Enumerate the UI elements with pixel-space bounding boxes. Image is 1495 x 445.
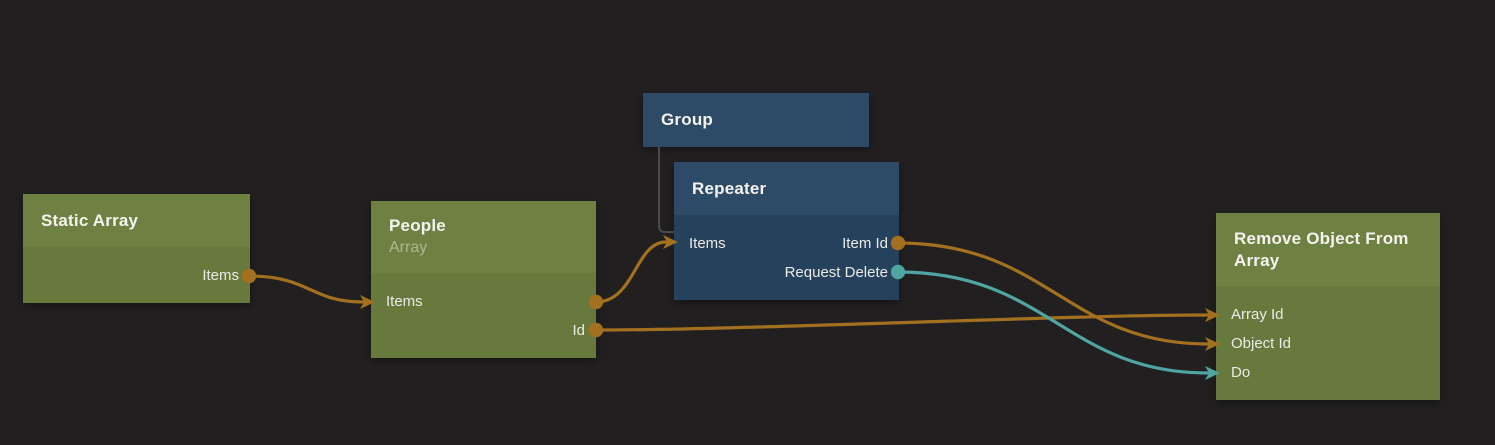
node-subtitle: Array bbox=[389, 239, 428, 256]
port-row-id[interactable]: Id bbox=[371, 316, 596, 345]
node-remove-object-from-array[interactable]: Remove Object From Array Array Id Object… bbox=[1216, 213, 1440, 400]
wire-people:id-to-remove-object-from-array:array-id[interactable] bbox=[594, 313, 1210, 332]
node-header[interactable]: People Array bbox=[371, 201, 596, 273]
port-row-object-id[interactable]: Object Id bbox=[1216, 329, 1440, 358]
node-title: Repeater bbox=[692, 178, 767, 198]
port-label-array-id-input[interactable]: Array Id bbox=[1231, 306, 1284, 323]
node-people[interactable]: People Array Items Id bbox=[371, 201, 596, 358]
port-label-request-delete-output[interactable]: Request Delete bbox=[784, 264, 888, 281]
node-title: People bbox=[389, 216, 446, 235]
port-row-items[interactable]: Items bbox=[23, 261, 250, 290]
port-label-items-output[interactable]: Items bbox=[202, 267, 239, 284]
node-group[interactable]: Group bbox=[643, 93, 869, 147]
node-repeater[interactable]: Repeater Items Item Id Request Delete bbox=[674, 162, 899, 300]
node-body: Items Item Id Request Delete bbox=[674, 215, 899, 300]
port-label-item-id-output[interactable]: Item Id bbox=[842, 235, 888, 252]
port-row-items[interactable]: Items bbox=[371, 287, 596, 316]
wire-people:items-to-repeater:items[interactable] bbox=[594, 240, 668, 304]
port-label-do-input[interactable]: Do bbox=[1231, 364, 1251, 381]
node-header[interactable]: Static Array bbox=[23, 194, 250, 247]
node-header[interactable]: Repeater bbox=[674, 162, 899, 215]
node-static-array[interactable]: Static Array Items bbox=[23, 194, 250, 303]
port-row-do[interactable]: Do bbox=[1216, 358, 1440, 387]
port-label-items-input[interactable]: Items bbox=[386, 293, 423, 310]
wire-repeater:item-id-to-remove-object-from-array:object-id[interactable] bbox=[896, 241, 1210, 346]
node-title: Remove Object From Array bbox=[1234, 228, 1409, 270]
port-row-request-delete[interactable]: Request Delete bbox=[674, 258, 899, 287]
node-title: Group bbox=[661, 110, 713, 129]
port-row-array-id[interactable]: Array Id bbox=[1216, 300, 1440, 329]
node-header[interactable]: Group bbox=[643, 93, 869, 147]
port-label-items-input[interactable]: Items bbox=[689, 235, 726, 252]
node-header[interactable]: Remove Object From Array bbox=[1216, 213, 1440, 286]
wire-static-array:items-to-people:items[interactable] bbox=[247, 274, 365, 304]
node-body: Items Id bbox=[371, 273, 596, 358]
port-row-items-itemid[interactable]: Items Item Id bbox=[674, 229, 899, 258]
node-title: Static Array bbox=[41, 210, 139, 230]
hierarchy-connector-group-to-repeater bbox=[658, 147, 674, 233]
node-body: Items bbox=[23, 247, 250, 303]
wire-repeater:request-delete-to-remove-object-from-array:do[interactable] bbox=[896, 270, 1210, 375]
port-label-object-id-input[interactable]: Object Id bbox=[1231, 335, 1292, 352]
node-body: Array Id Object Id Do bbox=[1216, 286, 1440, 400]
port-label-id-output[interactable]: Id bbox=[572, 322, 585, 339]
